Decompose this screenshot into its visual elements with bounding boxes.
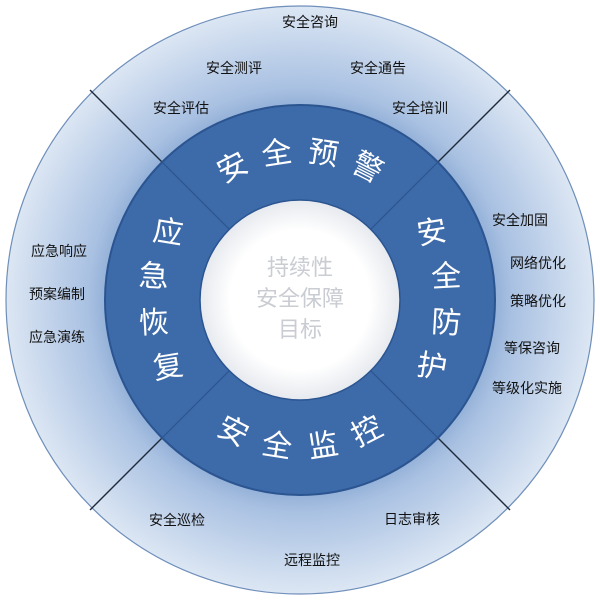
outer-item-top-2: 安全通告 [350, 60, 406, 77]
outer-item-left-0: 应急响应 [31, 243, 87, 260]
outer-item-top-3: 安全评估 [153, 100, 209, 117]
middle-label-left-char-1: 急 [138, 259, 170, 296]
outer-item-right-2: 策略优化 [510, 293, 566, 310]
inner-divider-bottom-right [369, 369, 439, 439]
outer-item-right-0: 安全加固 [492, 212, 548, 229]
center-line-3: 目标 [278, 318, 322, 343]
inner-divider-bottom-left [161, 369, 231, 439]
outer-item-right-4: 等级化实施 [492, 380, 562, 397]
middle-label-right-char-3: 护 [414, 347, 449, 386]
middle-label-top-char-1: 全 [259, 134, 294, 173]
outer-item-top-0: 安全咨询 [282, 14, 338, 31]
middle-label-left-char-3: 复 [150, 347, 185, 386]
inner-divider-top-left [161, 161, 231, 231]
middle-label-right-char-2: 防 [430, 305, 462, 342]
middle-label-right-char-1: 全 [430, 259, 462, 296]
outer-item-bottom-2: 远程监控 [284, 553, 340, 569]
middle-label-right-char-0: 安 [414, 213, 449, 252]
middle-ring-dividers [161, 161, 439, 439]
outer-item-right-3: 等保咨询 [504, 340, 560, 357]
outer-item-bottom-1: 日志审核 [384, 512, 440, 528]
middle-label-bottom-char-1: 全 [259, 427, 294, 466]
outer-item-right-1: 网络优化 [510, 256, 566, 272]
middle-label-bottom-char-2: 监 [306, 427, 341, 466]
center-line-2: 安全保障 [256, 287, 344, 312]
middle-label-left-char-0: 应 [150, 213, 185, 252]
outer-item-bottom-0: 安全巡检 [149, 512, 205, 529]
inner-divider-top-right [369, 161, 439, 231]
middle-label-top-char-2: 预 [306, 134, 341, 173]
outer-item-top-1: 安全测评 [206, 60, 262, 77]
outer-item-top-4: 安全培训 [392, 100, 448, 117]
center-line-1: 持续性 [267, 256, 333, 281]
center-circle [199, 199, 401, 401]
middle-label-left-char-2: 恢 [138, 305, 170, 342]
outer-ring-labels: 安全咨询 安全测评 安全通告 安全评估 安全培训 安全加固 网络优化 策略优化 … [29, 14, 566, 569]
outer-item-left-2: 应急演练 [29, 329, 85, 346]
outer-item-left-1: 预案编制 [29, 286, 85, 303]
